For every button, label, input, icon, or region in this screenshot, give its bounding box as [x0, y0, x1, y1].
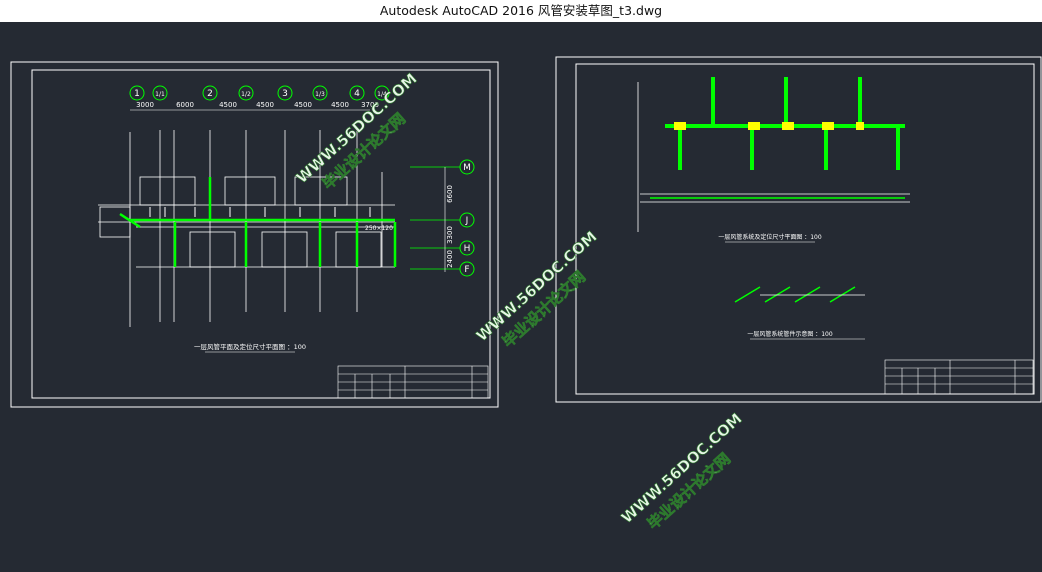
grid-bubble-label: 1: [134, 89, 140, 99]
dim-text: 6600: [446, 185, 454, 203]
dim-text: 4500: [331, 101, 349, 109]
dim-text: 3000: [136, 101, 154, 109]
duct-fittings: [674, 122, 864, 130]
dim-text: 3700: [361, 101, 379, 109]
grid-bubble: [129, 85, 145, 101]
sheet-2-caption-1: 一层风管系统及定位尺寸平面图 ：100: [718, 233, 822, 241]
grid-bubble: [238, 85, 254, 101]
grid-bubbles-right: M J H F: [410, 159, 475, 277]
sheet-1-border: [10, 61, 499, 408]
dim-text: 4500: [219, 101, 237, 109]
grid-bubble: [312, 85, 328, 101]
sheet-2-frame: [575, 63, 1035, 395]
sheet-2-caption-2: 一层风管系统管件示意图 ：100: [747, 330, 833, 338]
window-title: Autodesk AutoCAD 2016 风管安装草图_t3.dwg: [0, 0, 1042, 22]
grid-bubble: [152, 85, 168, 101]
grid-bubble-label: M: [463, 163, 471, 173]
watermark-3: WWW.56DOC.COM 毕业设计论文网: [618, 409, 746, 533]
diffuser-ticks-sheet-1: [149, 207, 371, 217]
grid-bubble-label: J: [465, 216, 469, 226]
grid-bubble-label: 3: [282, 89, 288, 99]
duct-size-label: 250×120: [365, 225, 393, 232]
dim-text: 3300: [446, 226, 454, 244]
sheet-1-title-block: [337, 365, 489, 399]
watermark-2: WWW.56DOC.COM 毕业设计论文网: [473, 227, 601, 351]
sheet-1-caption: 一层风管平面及定位尺寸平面图 ：100: [194, 342, 306, 351]
dim-text: 6000: [176, 101, 194, 109]
sheet-2[interactable]: [555, 56, 1042, 403]
grid-bubble-label: 1/1: [155, 91, 165, 98]
duct-runs-sheet-1: [119, 177, 397, 267]
dim-text: 4500: [294, 101, 312, 109]
grid-bubble-label: 1/2: [241, 91, 251, 98]
grid-bubble-label: 2: [207, 89, 213, 99]
grid-bubble: [277, 85, 293, 101]
dim-text: 2400: [446, 250, 454, 268]
dim-text: 4500: [256, 101, 274, 109]
grid-bubble: [374, 85, 390, 101]
drawing-canvas[interactable]: 1 1/1 2 1/2 3 1/3 4 1/4 M J H F 3000 6000 4500 450…: [0, 22, 1042, 572]
sheet-1[interactable]: [10, 61, 499, 408]
cad-drawing: 1 1/1 2 1/2 3 1/3 4 1/4 M J H F 3000 6000 4500 450…: [10, 56, 1042, 533]
sheet-2-border: [555, 56, 1042, 403]
grid-bubble-label: 4: [354, 89, 360, 99]
grid-bubble-label: F: [464, 265, 469, 275]
sheet-1-frame: [31, 69, 491, 399]
grid-bubbles-top: 1 1/1 2 1/2 3 1/3 4 1/4: [129, 85, 390, 101]
fitting-isometric: [734, 286, 865, 303]
top-dimensions: 3000 6000 4500 4500 4500 4500 3700: [136, 101, 379, 109]
building-plan: [98, 130, 395, 327]
grid-bubble-label: H: [464, 244, 471, 254]
grid-bubble-label: 1/4: [377, 91, 387, 98]
grid-bubble-label: 1/3: [315, 91, 325, 98]
grid-bubble: [349, 85, 365, 101]
right-dimensions: 6600 3300 2400: [444, 167, 454, 272]
grid-bubble: [202, 85, 218, 101]
sheet-2-title-block: [884, 359, 1034, 395]
